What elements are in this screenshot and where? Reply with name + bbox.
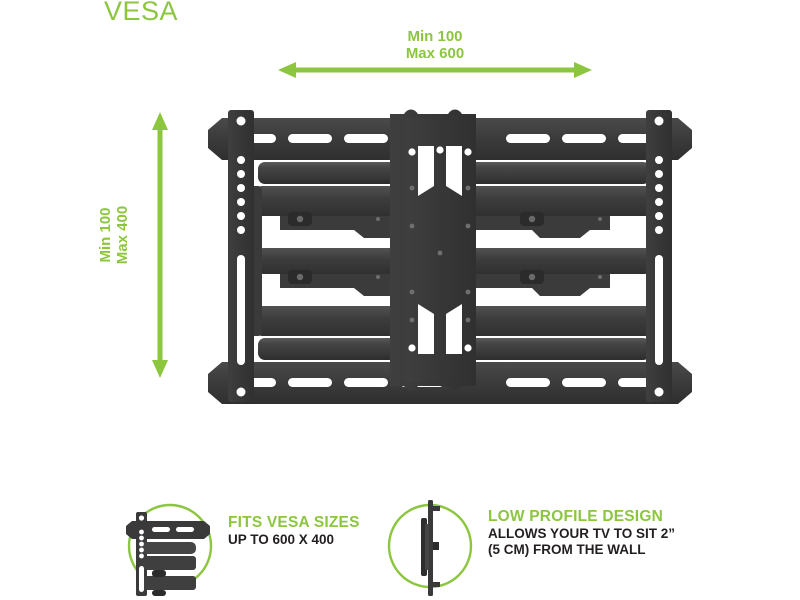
bracket-left	[228, 110, 254, 402]
plate-cutout-upper-right	[446, 146, 462, 196]
feature-low-profile-text: LOW PROFILE DESIGN ALLOWS YOUR TV TO SIT…	[488, 508, 688, 558]
plate-cutout-upper-left	[418, 146, 434, 196]
bracket-left-hole-column	[237, 156, 245, 234]
feature-low-profile-subline-2: (5 CM) FROM THE WALL	[488, 542, 646, 557]
bracket-left-slot	[237, 255, 245, 365]
feature-low-profile-subline-1: ALLOWS YOUR TV TO SIT 2”	[488, 526, 676, 541]
feature-low-profile-heading: LOW PROFILE DESIGN	[488, 508, 663, 525]
horizontal-dimension-min: Min 100	[407, 28, 463, 45]
plate-cutout-lower-left	[418, 304, 434, 354]
bracket-right-slot	[655, 255, 663, 365]
horizontal-dimension-arrow	[278, 62, 592, 78]
horizontal-dimension-max: Max 600	[405, 45, 465, 62]
plate-pilot-holes	[409, 185, 471, 323]
bracket-right	[646, 110, 672, 402]
bracket-right-hole-column	[655, 156, 663, 234]
arm-pivot-knuckles-upper	[288, 212, 544, 226]
feature-fits-vesa-heading: FITS VESA SIZES	[228, 514, 360, 531]
center-vesa-plate	[390, 109, 476, 391]
plate-mounting-holes	[408, 146, 472, 352]
tv-mount-front-icon	[126, 503, 213, 596]
arm-pivot-knuckles-lower	[288, 270, 544, 284]
page-title: VESA	[104, 0, 179, 26]
feature-fits-vesa-sizes: FITS VESA SIZES UP TO 600 X 400	[118, 496, 383, 596]
horizontal-dimension-label: Min 100 Max 600	[335, 28, 535, 62]
vertical-dimension-arrow	[152, 112, 168, 378]
plate-cutout-lower-right	[446, 304, 462, 354]
feature-low-profile-design: LOW PROFILE DESIGN ALLOWS YOUR TV TO SIT…	[378, 496, 678, 596]
feature-fits-vesa-subline-1: UP TO 600 X 400	[228, 532, 335, 547]
arm-rivets	[376, 217, 602, 279]
tv-mount-side-profile-icon	[387, 500, 473, 596]
feature-fits-vesa-text: FITS VESA SIZES UP TO 600 X 400	[228, 514, 428, 548]
